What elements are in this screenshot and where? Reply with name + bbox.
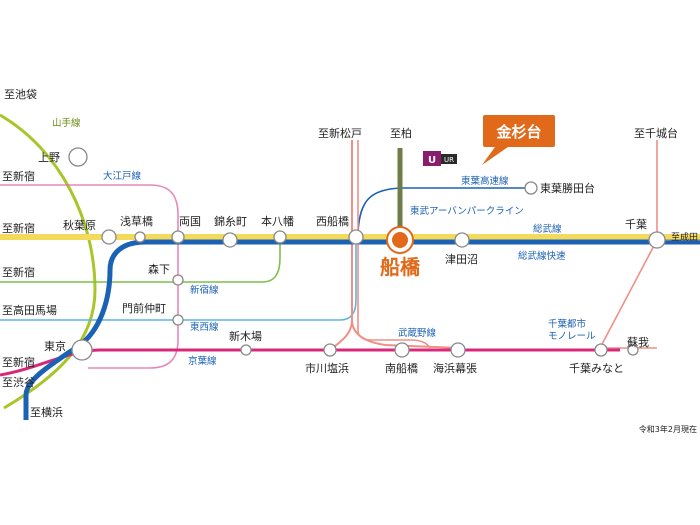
station-marker-monzen-nakacho [172,314,184,326]
station-marker-morishita [172,274,184,286]
station-marker-soga [627,344,639,356]
station-marker-chiba [648,231,666,249]
ur-logo-text: UR [444,156,454,164]
dir-shin-matsudo: 至新松戸 [318,126,362,140]
station-name-minami-funabashi: 南船橋 [385,361,418,375]
label-monorail-line1: 千葉都市 [548,318,587,330]
dir-narita: 至成田 [671,231,698,243]
station-name-shinkiba: 新木場 [229,329,262,343]
station-name-ryogoku: 両国 [179,215,201,228]
station-marker-tokyo [71,339,93,361]
dir-shinjuku-oedo: 至新宿 [2,169,35,183]
station-name-kaihin-makuhari: 海浜幕張 [433,361,477,375]
ur-logo-tag [441,154,457,164]
station-marker-chiba-minato [594,343,608,357]
station-name-toyo-katsutadai: 東葉勝田台 [540,181,595,195]
station-marker-nishi-funabashi [348,229,364,245]
sobu-rapid-line [23,239,700,420]
station-name-monzen-nakacho: 門前仲町 [122,301,166,315]
label-keiyo: 京葉線 [188,355,217,367]
destination-callout-label: 金杉台 [495,123,541,141]
as-of-note: 令和3年2月現在 [639,424,697,434]
station-name-nishi-funabashi: 西船橋 [316,214,349,228]
station-name-morishita: 森下 [148,262,170,276]
label-tozai: 東西線 [190,321,219,333]
station-name-ueno: 上野 [38,151,60,164]
station-marker-asakusabashi [134,231,146,243]
label-sobu-rapid: 総武線快速 [518,250,566,262]
ur-logo-mark: U [428,155,436,166]
destination-callout-box [483,115,555,147]
destination-callout-pointer [482,147,508,165]
station-name-chiba: 千葉 [625,217,647,231]
station-name-tokyo: 東京 [44,339,66,353]
shinjuku-line [0,237,281,283]
label-monorail: 千葉都市 モノレール [548,318,596,342]
station-marker-kinshicho [222,232,238,248]
station-name-kinshicho: 錦糸町 [214,214,247,228]
dir-shinjuku-sobu: 至新宿 [2,221,35,235]
dir-yokohama: 至横浜 [30,405,63,419]
dir-kashiwa: 至柏 [390,126,412,140]
station-marker-motoyawata [273,230,287,244]
station-marker-akihabara [101,229,117,245]
station-marker-kaihin-makuhari [450,342,466,358]
station-marker-minami-funabashi [394,342,410,358]
dir-chiba-castle: 至千城台 [634,126,678,140]
station-name-chiba-minato: 千葉みなと [569,361,624,375]
station-name-akihabara: 秋葉原 [63,218,96,232]
station-name-ichikawa-shiohama: 市川塩浜 [305,361,349,375]
yamanote-line [0,113,97,410]
dir-shinjuku-shinjukuline: 至新宿 [2,265,35,279]
station-marker-tsudanuma [454,232,470,248]
station-name-tsudanuma: 津田沼 [445,252,478,266]
label-shinjuku: 新宿線 [190,284,219,296]
label-monorail-line2: モノレール [548,331,596,342]
dir-shibuya: 至渋谷 [2,376,35,389]
station-marker-shinkiba [240,344,252,356]
station-name-motoyawata: 本八幡 [261,214,294,228]
label-oedo: 大江戸線 [103,170,142,182]
label-toyo-rapid: 東葉高速線 [461,175,509,187]
station-marker-ueno [68,147,88,167]
label-sobu: 総武線 [533,223,562,235]
station-name-asakusabashi: 浅草橋 [120,214,153,228]
dir-shinjuku-keiyo: 至新宿 [2,355,35,369]
station-name-soga: 蘇我 [627,336,649,349]
station-marker-toyo-katsutadai [524,181,538,195]
station-name-funabashi: 船橋 [380,255,421,279]
ur-logo-box [423,151,441,166]
station-marker-ryogoku [171,230,185,244]
label-tobu-urban-park: 東武アーバンパークライン [410,205,524,217]
dir-takadanobaba: 至高田馬場 [2,303,57,317]
dir-ikebukuro: 至池袋 [4,87,37,101]
label-yamanote: 山手線 [52,117,81,129]
station-marker-ichikawa-shiohama [323,343,337,357]
station-marker-funabashi-core [392,232,408,248]
label-musashino: 武蔵野線 [398,327,437,339]
musashino-line-upper [357,140,431,349]
